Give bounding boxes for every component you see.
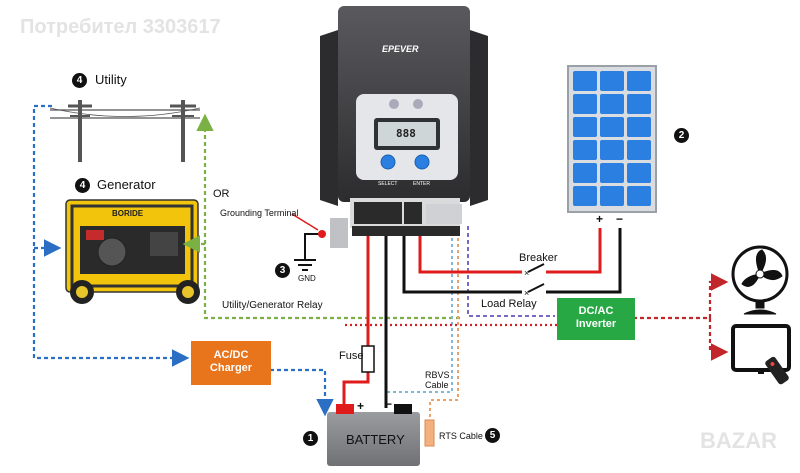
- battery-positive-label: +: [357, 399, 365, 413]
- utility-generator-relay-line: [182, 113, 460, 320]
- watermark-user: Потребител 3303617: [20, 16, 221, 38]
- watermark-site: BAZAR: [700, 428, 777, 453]
- solar-cell: [573, 117, 597, 137]
- rts-cable-label: RTS Cable: [439, 431, 483, 441]
- generator-number-badge: 4: [75, 178, 90, 193]
- grounding-terminal-label: Grounding Terminal: [220, 208, 299, 218]
- ground-icon: [294, 233, 320, 271]
- utility-blue-line: [32, 104, 334, 417]
- mppt-controller: [320, 6, 488, 248]
- battery-number-badge: 1: [303, 431, 318, 446]
- solar-panel-number-badge: 2: [674, 128, 689, 143]
- solar-cell: [627, 94, 651, 114]
- rbvs-cable-label-2: Cable: [425, 380, 449, 390]
- solar-cell: [600, 117, 624, 137]
- solar-cell: [600, 186, 624, 206]
- utility-poles-icon: [49, 100, 201, 162]
- utility-label: Utility: [95, 72, 127, 87]
- generator-icon: [65, 199, 200, 304]
- solar-cell: [573, 163, 597, 183]
- enter-button-label: ENTER: [413, 181, 430, 187]
- rts-number-badge: 5: [485, 428, 500, 443]
- solar-cell: [573, 94, 597, 114]
- negative-wires: [384, 212, 622, 408]
- pv-negative-label: −: [616, 212, 624, 226]
- rts-sensor-icon: [424, 419, 435, 447]
- ac-dc-charger-box: AC/DC Charger: [191, 341, 271, 385]
- select-button-label: SELECT: [378, 181, 398, 187]
- or-label: OR: [213, 188, 230, 200]
- solar-cell: [600, 163, 624, 183]
- utility-number-badge: 4: [72, 73, 87, 88]
- load-relay-label: Load Relay: [481, 298, 537, 310]
- solar-cell: [600, 140, 624, 160]
- solar-cell: [627, 71, 651, 91]
- fan-icon: [731, 245, 789, 315]
- solar-cell: [600, 71, 624, 91]
- utility-generator-relay-label: Utility/Generator Relay: [222, 300, 323, 311]
- inverter-line-1: DC/AC: [578, 305, 614, 317]
- grounding-terminal-marker: [318, 230, 326, 238]
- breaker-label: Breaker: [519, 252, 558, 264]
- solar-cell: [627, 186, 651, 206]
- ac-output-line: [633, 273, 729, 361]
- gnd-label: GND: [298, 274, 316, 283]
- solar-cell: [600, 94, 624, 114]
- solar-cell: [627, 140, 651, 160]
- generator-label: Generator: [97, 177, 156, 192]
- solar-cell: [627, 117, 651, 137]
- controller-lcd: 888: [396, 127, 416, 140]
- solar-cell: [627, 163, 651, 183]
- fuse-label: Fuse: [339, 350, 364, 362]
- solar-cell: [573, 186, 597, 206]
- load-relay-line: [467, 226, 555, 317]
- inverter-line-2: Inverter: [575, 318, 617, 330]
- dc-ac-inverter-box: DC/AC Inverter: [557, 298, 635, 340]
- svg-text:×: ×: [524, 288, 529, 298]
- breaker-switches: × ×: [524, 263, 545, 298]
- charger-line-2: Charger: [209, 362, 253, 374]
- charger-line-1: AC/DC: [213, 349, 249, 361]
- rts-cable-line: [429, 226, 459, 420]
- ground-number-badge: 3: [275, 263, 290, 278]
- television-icon: [731, 324, 791, 385]
- battery-negative-label: −: [385, 397, 393, 411]
- solar-cell: [573, 140, 597, 160]
- svg-text:×: ×: [524, 268, 529, 278]
- solar-cell: [573, 71, 597, 91]
- generator-brand: BORIDE: [112, 209, 144, 218]
- battery-icon: [327, 404, 420, 466]
- controller-brand: EPEVER: [382, 44, 419, 54]
- pv-positive-label: +: [596, 212, 604, 226]
- rbvs-cable-line: [385, 226, 453, 405]
- fuse-icon: [361, 345, 375, 373]
- rbvs-cable-label-1: RBVS: [425, 370, 450, 380]
- solar-panel-icon: [567, 65, 657, 213]
- battery-label: BATTERY: [346, 432, 405, 447]
